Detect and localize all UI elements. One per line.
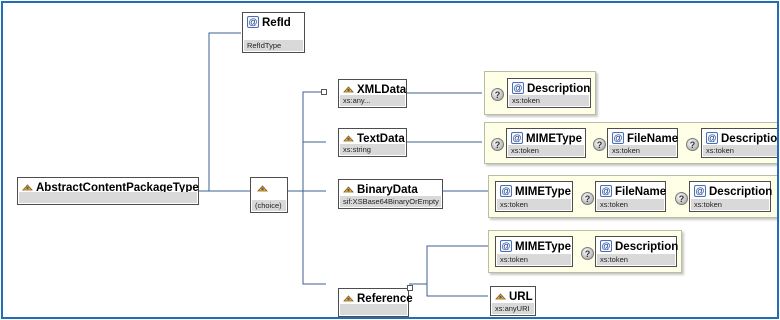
attribute-name: Description [709, 186, 773, 198]
attribute-name: Description [721, 133, 779, 145]
textdata-type: xs:string [340, 144, 405, 155]
optional-marker-icon: ? [675, 192, 688, 205]
xmldata-name: XMLData [357, 84, 407, 96]
binarydata-attributes-group: @MIMEType xs:token ? @FileName xs:token … [488, 175, 777, 218]
attribute-name: MIMEType [515, 241, 572, 253]
binarydata-description-attribute[interactable]: @Description xs:token [689, 181, 773, 212]
attribute-type: xs:token [509, 95, 589, 106]
attribute-type: xs:token [497, 254, 571, 265]
binarydata-name: BinaryData [357, 184, 418, 196]
attribute-icon: @ [512, 82, 524, 94]
url-type: xs:anyURI [492, 303, 534, 314]
optional-marker-icon: ? [581, 247, 594, 260]
element-icon [22, 184, 33, 191]
root-type-bar [19, 192, 197, 203]
attribute-type: xs:token [597, 254, 675, 265]
attribute-icon: @ [500, 240, 512, 252]
refid-attribute-box[interactable]: @RefId RefIdType [242, 12, 305, 53]
attribute-icon: @ [600, 240, 612, 252]
attribute-name: FileName [615, 186, 667, 198]
attribute-name: MIMEType [526, 133, 583, 145]
attribute-icon: @ [511, 132, 523, 144]
optional-marker-icon: ? [491, 138, 504, 151]
reference-mimetype-attribute[interactable]: @MIMEType xs:token [495, 236, 573, 267]
xmldata-element-box[interactable]: XMLData xs:any... [338, 79, 407, 108]
binarydata-type: sif:XSBase64BinaryOrEmpty [340, 196, 441, 207]
attribute-icon: @ [694, 185, 706, 197]
choice-compositor-box[interactable]: (choice) [250, 177, 288, 213]
attribute-type: xs:token [508, 145, 584, 156]
attribute-type: xs:token [691, 199, 769, 210]
attribute-name: MIMEType [515, 186, 572, 198]
element-icon [495, 293, 506, 300]
textdata-filename-attribute[interactable]: @FileName xs:token [607, 128, 678, 158]
attribute-icon: @ [247, 16, 259, 28]
textdata-attributes-group: ? @MIMEType xs:token ? @FileName xs:toke… [484, 122, 779, 164]
attribute-name: Description [615, 241, 679, 253]
reference-attributes-group: @MIMEType xs:token ? @Description xs:tok… [488, 230, 682, 273]
textdata-mimetype-attribute[interactable]: @MIMEType xs:token [506, 128, 586, 158]
optional-marker-icon: ? [491, 88, 504, 101]
textdata-element-box[interactable]: TextData xs:string [338, 128, 407, 157]
reference-description-attribute[interactable]: @Description xs:token [595, 236, 679, 267]
reference-type-bar [340, 304, 407, 315]
refid-type: RefIdType [244, 40, 303, 51]
attribute-name: Description [527, 83, 591, 95]
reference-element-box[interactable]: Reference [338, 288, 413, 317]
attribute-icon: @ [500, 185, 512, 197]
binarydata-filename-attribute[interactable]: @FileName xs:token [595, 181, 666, 212]
textdata-name: TextData [357, 133, 405, 145]
root-element-name: AbstractContentPackageType [36, 182, 199, 194]
sequence-connector [321, 89, 327, 95]
element-icon [343, 295, 354, 302]
url-element-box[interactable]: URL xs:anyURI [490, 286, 536, 316]
attribute-icon: @ [612, 132, 624, 144]
element-icon [343, 186, 354, 193]
refid-name: RefId [262, 17, 291, 29]
element-icon [257, 185, 268, 192]
attribute-icon: @ [600, 185, 612, 197]
binarydata-mimetype-attribute[interactable]: @MIMEType xs:token [495, 181, 573, 212]
reference-name: Reference [357, 293, 413, 305]
connector-lines [199, 32, 488, 297]
attribute-type: xs:token [597, 199, 664, 210]
optional-marker-icon: ? [686, 138, 699, 151]
attribute-type: xs:token [703, 145, 777, 156]
xmldata-description-attribute[interactable]: @Description xs:token [507, 78, 591, 108]
xmldata-attributes-group: ? @Description xs:token [484, 71, 596, 115]
xmldata-type: xs:any... [340, 95, 405, 106]
element-icon [343, 135, 354, 142]
attribute-type: xs:token [497, 199, 571, 210]
choice-label: (choice) [252, 200, 286, 211]
binarydata-element-box[interactable]: BinaryData sif:XSBase64BinaryOrEmpty [338, 179, 443, 209]
element-icon [343, 86, 354, 93]
optional-marker-icon: ? [581, 192, 594, 205]
root-element-box[interactable]: AbstractContentPackageType [17, 177, 199, 205]
url-name: URL [509, 291, 533, 303]
attribute-name: FileName [627, 133, 679, 145]
optional-marker-icon: ? [593, 138, 606, 151]
sequence-connector [407, 285, 413, 291]
attribute-type: xs:token [609, 145, 676, 156]
textdata-description-attribute[interactable]: @Description xs:token [701, 128, 779, 158]
attribute-icon: @ [706, 132, 718, 144]
